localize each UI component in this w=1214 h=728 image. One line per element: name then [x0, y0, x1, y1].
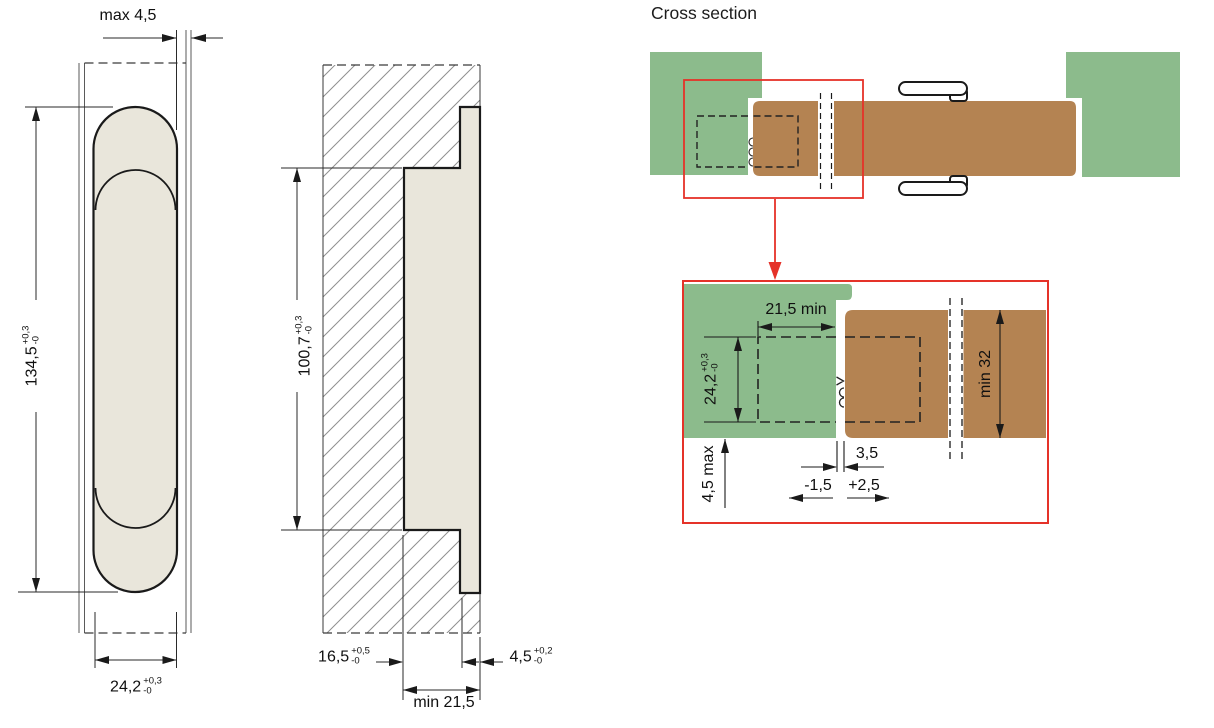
door-break-lines-detail	[949, 298, 963, 463]
dim-cutout-length: 134,5 +0,3 -0	[20, 325, 43, 387]
dim-faceplate-depth-tolerance: +0,2 -0	[533, 645, 553, 667]
door-edge-lines	[78, 30, 192, 633]
dim-min-cutout-depth-value: min 21,5	[413, 694, 475, 711]
front-view-drawing	[18, 30, 223, 668]
dim-body-length: 100,7 +0,3 -0	[293, 315, 316, 377]
door-detail-right	[963, 310, 1046, 438]
dim-min-door-thickness: min 32	[977, 349, 994, 399]
hinge-faceplate-front	[92, 105, 179, 594]
door-panel-right	[834, 101, 1076, 176]
dim-edge-rounding-value: max 4,5	[99, 7, 157, 24]
detail-leader-arrowhead	[768, 262, 782, 280]
frame-detail	[684, 284, 852, 438]
dim-gap-adjust-minus: -1,5	[804, 478, 832, 494]
dim-cutout-length-value: 134,5	[24, 346, 41, 387]
dim-arrows-detail	[721, 310, 1004, 502]
dim-edge-distance-value: 4,5 max	[700, 445, 717, 503]
door-detail-left	[845, 310, 948, 438]
dim-body-depth-value: 16,5	[318, 649, 350, 666]
dim-body-depth-tolerance: +0,5 -0	[351, 645, 370, 667]
detail-view-drawing	[682, 280, 1049, 524]
door-handle-top-icon	[898, 81, 968, 102]
detail-highlight-box	[683, 79, 864, 199]
dim-cutout-width-value: 24,2	[110, 679, 142, 696]
dim-edge-rounding: max 4,5	[100, 8, 157, 24]
dim-nominal-gap: 3,5	[856, 446, 878, 462]
page-title: Cross section	[651, 3, 758, 23]
dim-arrows-side	[293, 168, 494, 694]
door-break-lines	[819, 93, 833, 190]
dim-frame-mortise-depth-value: 21,5 min	[765, 301, 827, 318]
dim-body-depth: 16,5 +0,5 -0	[318, 645, 370, 668]
dim-mortise-width: 24,2 +0,3 -0	[699, 353, 722, 405]
dim-min-cutout-depth: min 21,5	[413, 695, 474, 711]
hinge-leaf-frame-dashed	[696, 115, 748, 168]
hinge-profile	[402, 105, 482, 595]
dim-gap-adjust-plus: +2,5	[848, 478, 880, 494]
frame-right	[1066, 52, 1180, 177]
hinge-links-detail-icon	[836, 376, 845, 408]
door-panel-left	[753, 101, 818, 176]
cross-section-drawing	[650, 52, 1180, 280]
dim-cutout-width-tolerance: +0,3 -0	[143, 675, 162, 697]
dim-frame-mortise-depth: 21,5 min	[765, 302, 826, 318]
dim-nominal-gap-value: 3,5	[855, 445, 879, 462]
dim-faceplate-depth: 4,5 +0,2 -0	[509, 645, 553, 668]
wood-cut-dashed	[323, 64, 480, 634]
hinge-leaf-frame-dashed-detail	[757, 336, 836, 423]
dim-faceplate-depth-value: 4,5	[509, 649, 532, 666]
dim-body-length-value: 100,7	[297, 336, 314, 377]
dim-mortise-width-value: 24,2	[703, 373, 720, 405]
frame-left	[650, 52, 762, 175]
dim-mortise-width-tolerance: +0,3 -0	[699, 353, 721, 372]
wood-hatching	[323, 65, 480, 633]
hinge-leaf-door-dashed	[753, 115, 799, 168]
door-handle-bottom-icon	[898, 175, 968, 196]
hinge-body-arcs	[94, 169, 177, 529]
hinge-links-icon	[748, 137, 754, 167]
dim-gap-adjust-plus-value: +2,5	[848, 477, 880, 494]
detail-frame-box	[682, 280, 1049, 524]
dim-arrows-front	[32, 34, 206, 664]
wood-borders	[322, 65, 481, 633]
dim-gap-adjust-minus-value: -1,5	[804, 477, 832, 494]
door-edge-dashed	[84, 62, 186, 634]
hinge-leaf-door-dashed-detail	[845, 336, 921, 423]
dim-lines-front	[18, 30, 223, 668]
side-view-drawing	[281, 64, 503, 700]
dim-body-length-tolerance: +0,3 -0	[293, 315, 315, 335]
dim-edge-distance: 4,5 max	[700, 445, 717, 503]
dim-min-door-thickness-value: min 32	[977, 349, 994, 399]
dim-cutout-width: 24,2 +0,3 -0	[110, 675, 162, 698]
dim-cutout-length-tolerance: +0,3 -0	[20, 325, 42, 345]
